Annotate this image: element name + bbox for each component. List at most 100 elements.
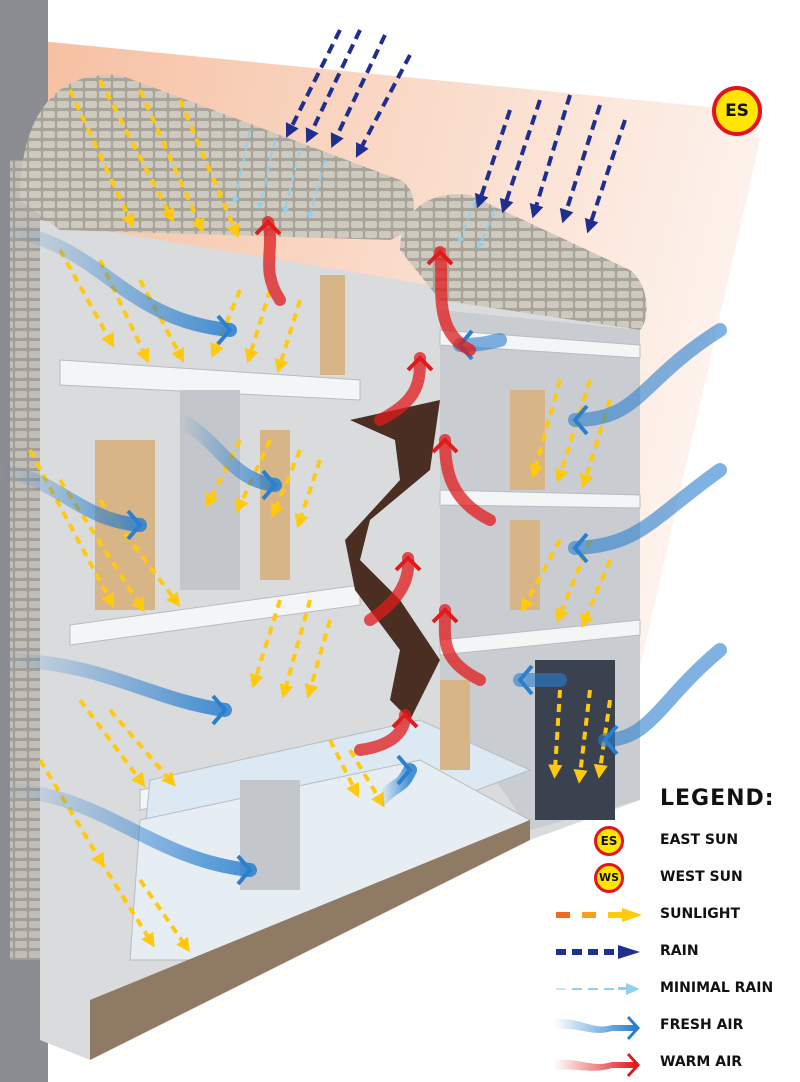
- fresh-air-arrow: [0, 653, 232, 717]
- sunlight-arrow-head: [210, 342, 224, 359]
- sunlight-arrow-head: [593, 763, 608, 779]
- minimal-rain-arrow: [479, 209, 496, 246]
- sunlight-arrow-head: [121, 212, 135, 228]
- fresh-air-arrow-icon: [554, 1015, 641, 1041]
- sunlight-arrow-head: [141, 931, 155, 948]
- sunlight-arrow-head: [580, 612, 594, 629]
- warm-air-arrow-head: [254, 219, 282, 236]
- sunlight-arrow: [248, 289, 272, 356]
- sunlight-arrow-head: [554, 467, 569, 484]
- legend-label: WARM AIR: [660, 1054, 743, 1070]
- legend-item-rain: RAIN: [552, 937, 800, 967]
- sunlight-arrow-head: [101, 592, 115, 608]
- rain-arrow: [503, 99, 542, 206]
- minimal-rain-arrow: [284, 149, 301, 211]
- sunlight-arrow: [28, 449, 112, 601]
- warm-air-arrow: [364, 552, 415, 626]
- fresh-air-arrow: [598, 643, 727, 747]
- warm-air-arrow: [354, 709, 411, 756]
- rain-arrow-head: [584, 217, 599, 234]
- sunlight-arrow-head: [205, 492, 219, 508]
- legend-label: SUNLIGHT: [660, 906, 741, 922]
- rain-arrow: [588, 119, 627, 226]
- rain-arrow-head: [285, 122, 299, 138]
- sunlight-arrow-head: [346, 782, 360, 798]
- sunlight-arrow: [68, 89, 132, 221]
- sunlight-arrow: [58, 478, 142, 607]
- legend-item-fresh-air: FRESH AIR: [552, 1011, 800, 1041]
- minimal-rain-arrow-head: [307, 211, 315, 220]
- ground: [90, 820, 530, 1060]
- warm-air-arrow-head: [394, 555, 422, 572]
- warm-air-arrow-head: [431, 437, 459, 454]
- minimal-rain-arrow-head: [232, 196, 240, 205]
- rain-arrow: [308, 29, 362, 136]
- sunlight-arrow: [578, 689, 592, 776]
- sunlight-arrow-head: [131, 771, 146, 788]
- legend-item-sunlight: SUNLIGHT: [552, 900, 800, 930]
- sunlight-arrow-head: [244, 347, 259, 364]
- staircase: [345, 400, 440, 720]
- sunlight-arrow-head: [249, 672, 264, 689]
- fresh-air-arrow-head: [211, 694, 228, 726]
- warm-air-arrow: [262, 216, 286, 306]
- sunlight-arrow: [58, 249, 112, 341]
- sunlight-arrow: [308, 619, 332, 691]
- minimal-rain-arrow-head: [282, 206, 290, 215]
- sunlight-arrow-head: [274, 357, 289, 374]
- sunlight-arrow-head: [573, 769, 588, 784]
- fresh-air-arrow: [568, 323, 727, 427]
- fresh-air-arrow-head: [572, 404, 589, 436]
- sunlight-arrow: [558, 379, 592, 476]
- sunlight-arrow: [278, 299, 302, 366]
- rain-arrow: [333, 34, 387, 141]
- sunlight-arrow-head: [279, 683, 294, 699]
- sunlight-arrow-head: [131, 596, 145, 613]
- minimal-rain-arrow: [309, 159, 326, 216]
- sunlight-arrow: [208, 439, 242, 501]
- warm-air-arrow-head: [431, 607, 459, 624]
- sunlight-arrow-head: [101, 332, 115, 348]
- rain-arrow-head: [529, 202, 544, 219]
- warm-air-arrow: [434, 246, 476, 356]
- rain-arrow: [358, 54, 412, 151]
- rain-arrow: [533, 94, 572, 211]
- east-sun-icon: ES: [594, 826, 624, 856]
- sunlight-arrow-head: [136, 347, 150, 363]
- sunlight-arrow-icon: [556, 908, 642, 922]
- sunlight-arrow: [348, 748, 382, 802]
- sunlight-arrow: [328, 739, 357, 791]
- legend-label: RAIN: [660, 943, 699, 959]
- warm-air-arrow-icon: [554, 1052, 641, 1078]
- rain-arrow: [288, 29, 342, 131]
- legend-label: FRESH AIR: [660, 1017, 744, 1033]
- legend-item-west-sun: WS WEST SUN: [552, 863, 800, 893]
- sunlight-arrow-head: [529, 463, 544, 479]
- sunlight-arrow-head: [161, 207, 175, 223]
- fresh-air-arrow-head: [572, 532, 589, 564]
- fresh-air-arrow: [0, 463, 147, 532]
- fresh-air-arrow-head: [396, 754, 413, 786]
- sunlight-arrow-head: [171, 347, 185, 363]
- sunlight-arrow-head: [520, 597, 534, 613]
- warm-air-arrow-head: [406, 355, 434, 372]
- fresh-air-arrow-head: [602, 724, 619, 756]
- legend-item-minimal-rain: MINIMAL RAIN: [552, 974, 800, 1004]
- fresh-air-arrow: [0, 223, 237, 337]
- sunlight-arrow: [213, 289, 242, 351]
- rain-arrow-head: [305, 127, 319, 143]
- fresh-air-arrow-head: [236, 854, 253, 886]
- sunlight-arrow: [178, 99, 237, 231]
- sunlight-arrow: [533, 379, 562, 471]
- fresh-air-arrow-head: [261, 469, 278, 501]
- legend-label: WEST SUN: [660, 869, 743, 885]
- sunlight-arrow-head: [304, 683, 319, 699]
- warm-air-arrow-head: [391, 712, 419, 729]
- fresh-air-arrow-head: [517, 664, 534, 696]
- sunlight-arrow-head: [166, 591, 181, 608]
- rain-arrow: [563, 104, 602, 216]
- sunlight-arrow: [78, 698, 142, 782]
- legend-item-east-sun: ES EAST SUN: [552, 826, 800, 856]
- sunlight-arrow: [583, 559, 612, 621]
